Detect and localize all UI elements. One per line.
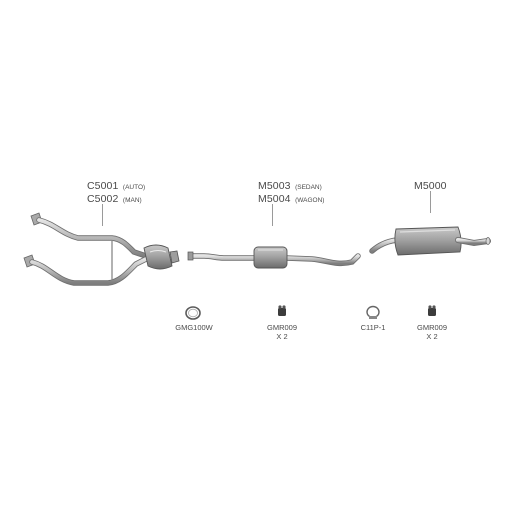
rubber-hanger-icon bbox=[428, 305, 436, 316]
hardware-label-hanger-2: GMR009 X 2 bbox=[410, 323, 454, 341]
converter-highlight bbox=[149, 250, 167, 253]
part-code: M5003 bbox=[258, 180, 291, 192]
hardware-label-hanger-1: GMR009 X 2 bbox=[260, 323, 304, 341]
part-note: (MAN) bbox=[122, 197, 142, 204]
callout-m5003: M5003 (SEDAN) bbox=[258, 176, 322, 194]
part-code: C5001 bbox=[87, 180, 119, 192]
part-code: M5004 bbox=[258, 193, 291, 205]
tailpipe-tip bbox=[485, 237, 491, 245]
part-note: (AUTO) bbox=[122, 184, 146, 191]
part-note: (SEDAN) bbox=[295, 184, 322, 191]
part-note: (WAGON) bbox=[295, 197, 325, 204]
leader-line-m5003 bbox=[272, 204, 273, 226]
rubber-hanger-icon bbox=[278, 305, 286, 316]
hardware-code: C11P-1 bbox=[360, 323, 386, 332]
leader-line-c5001 bbox=[102, 204, 103, 226]
hardware-code: GMR009 bbox=[416, 323, 447, 332]
intermediate-pipe bbox=[190, 254, 360, 266]
leader-line-m5000 bbox=[430, 191, 431, 213]
rear-muffler-assembly bbox=[369, 226, 491, 256]
part-code: C5002 bbox=[87, 193, 119, 205]
catalytic-converter bbox=[143, 244, 173, 270]
hardware-label-gasket: GMG100W bbox=[172, 323, 216, 332]
resonator bbox=[253, 246, 288, 269]
callout-c5002: C5002 (MAN) bbox=[87, 189, 142, 207]
y-pipe-catalytic-converter bbox=[23, 212, 180, 286]
pipe-clamp-icon bbox=[366, 305, 380, 319]
hardware-qty: X 2 bbox=[426, 332, 438, 341]
tailpipe bbox=[455, 237, 491, 246]
part-code: M5000 bbox=[414, 180, 447, 192]
gasket-ring-icon bbox=[185, 306, 201, 320]
muffler-highlight bbox=[399, 229, 456, 233]
callout-m5000: M5000 bbox=[414, 176, 447, 194]
hardware-label-clamp: C11P-1 bbox=[352, 323, 394, 332]
hardware-code: GMR009 bbox=[266, 323, 297, 332]
hardware-qty: X 2 bbox=[276, 332, 288, 341]
callout-c5001: C5001 (AUTO) bbox=[87, 176, 145, 194]
intermediate-inlet-flange bbox=[187, 251, 194, 261]
hardware-code: GMG100W bbox=[175, 323, 213, 332]
callout-m5004: M5004 (WAGON) bbox=[258, 189, 324, 207]
rear-muffler bbox=[394, 226, 462, 256]
upper-pipe bbox=[37, 218, 148, 258]
intermediate-pipe-resonator bbox=[187, 246, 361, 269]
outlet-flange bbox=[169, 250, 180, 264]
lower-pipe bbox=[30, 257, 148, 285]
